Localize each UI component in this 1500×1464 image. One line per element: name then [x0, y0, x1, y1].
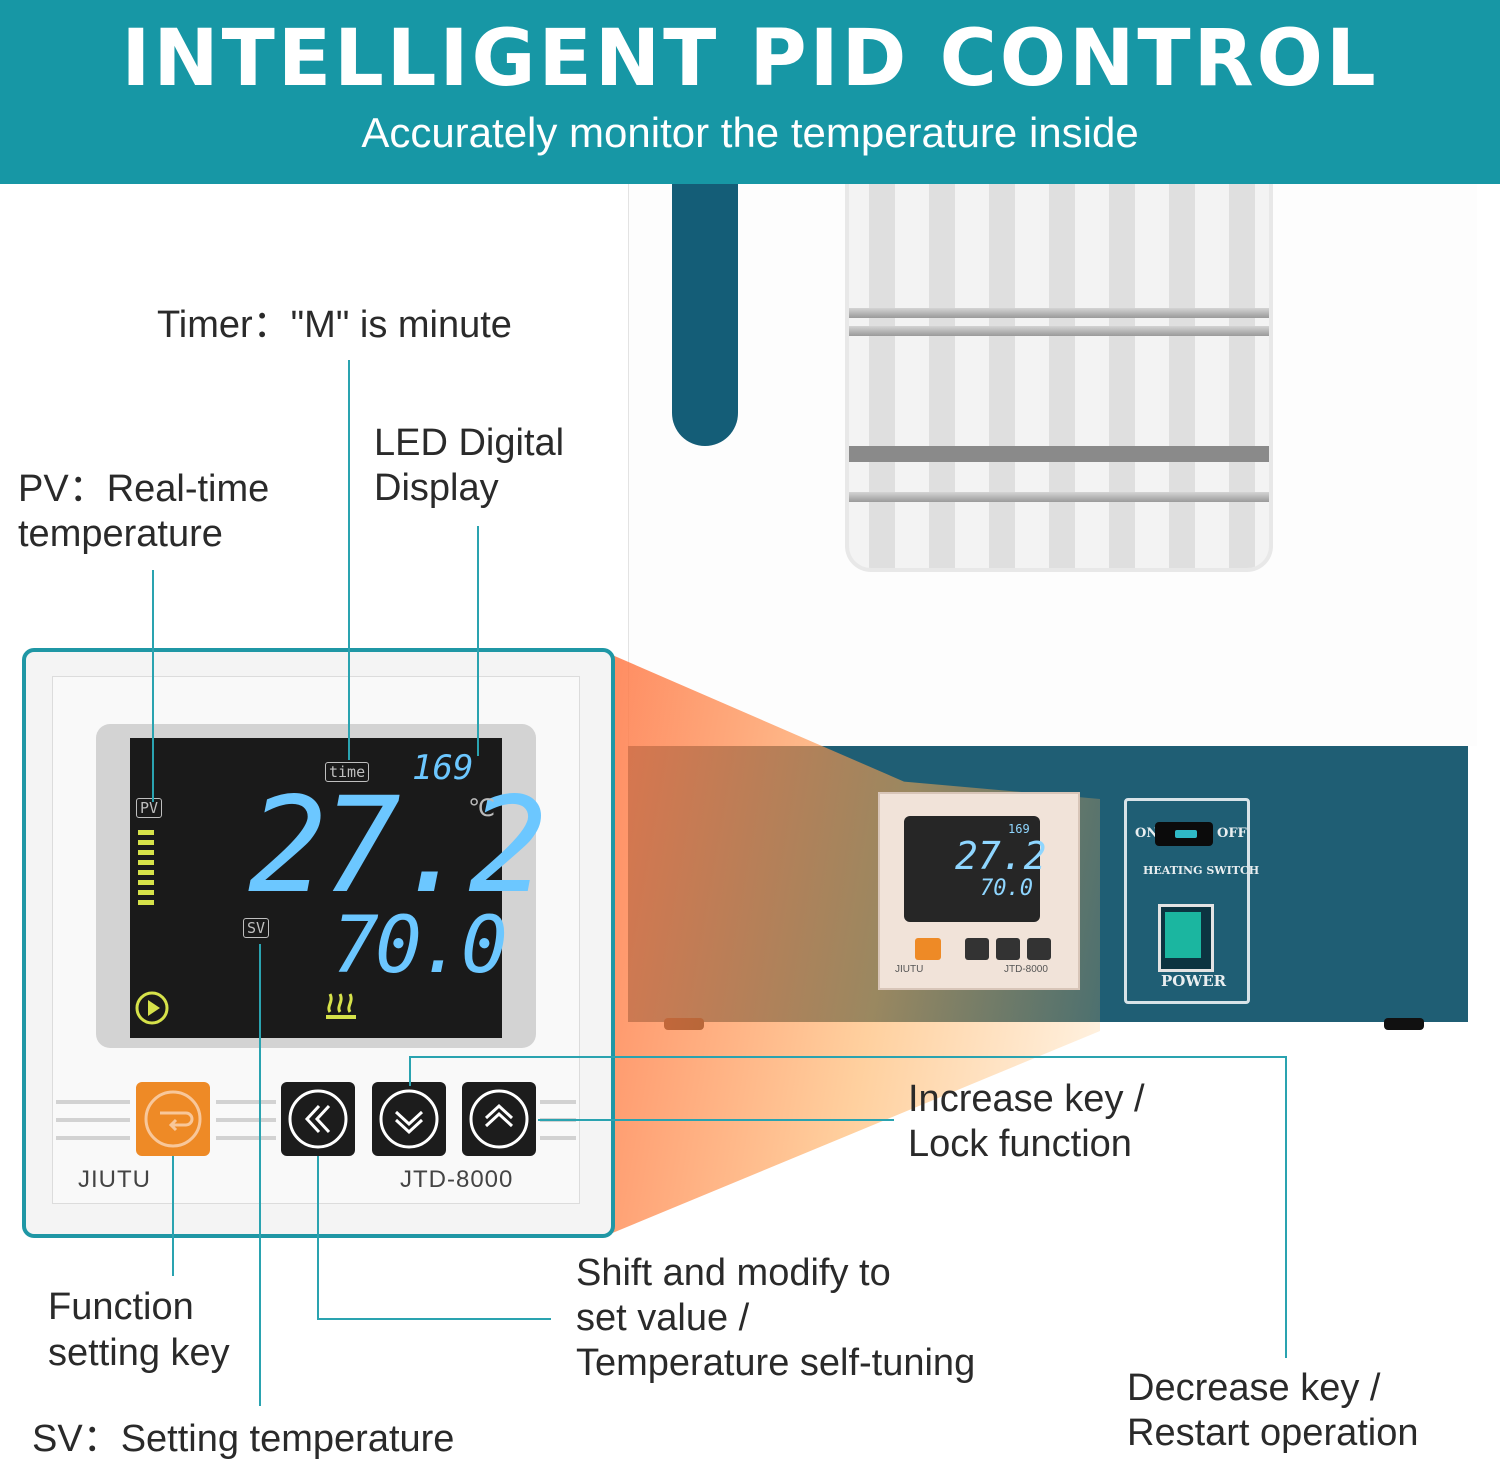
oven-door-handle [672, 184, 738, 446]
mini-sv-value: 70.0 [980, 876, 1033, 901]
increase-key[interactable] [462, 1082, 536, 1156]
level-bar [138, 900, 154, 905]
increase-label-line2: Lock function [908, 1123, 1132, 1165]
run-icon [135, 991, 169, 1025]
led-callout-line [477, 526, 479, 756]
decrease-callout-line [1285, 1056, 1287, 1358]
switch-panel [1124, 798, 1250, 1004]
function-label-line1: Function [48, 1286, 194, 1328]
header-banner [0, 0, 1500, 184]
key-decor-line [216, 1100, 276, 1104]
time-indicator: time [325, 762, 370, 782]
timer-value: 169 [412, 748, 474, 788]
oven-shelf [849, 446, 1269, 462]
mini-timer-value: 169 [1008, 822, 1030, 836]
heating-switch[interactable] [1155, 822, 1213, 846]
shift-label-line1: Shift and modify to [576, 1252, 891, 1294]
pv-label-line1: PV：Real-time [18, 468, 270, 510]
pv-callout-line [152, 570, 154, 802]
increase-label-line1: Increase key / [908, 1078, 1145, 1120]
timer-callout-line [348, 360, 350, 760]
key-decor-line [540, 1136, 576, 1140]
led-label-line1: LED Digital [374, 422, 565, 464]
shift-label-line3: Temperature self-tuning [576, 1342, 976, 1384]
level-bar [138, 890, 154, 895]
decrease-callout-line [409, 1056, 411, 1086]
decrease-label-line2: Restart operation [1127, 1412, 1419, 1454]
pv-indicator: PV [136, 798, 163, 818]
shift-callout-line [317, 1156, 319, 1319]
oven-shelf [849, 492, 1269, 502]
level-bar [138, 850, 154, 855]
double-chevron-left-icon [288, 1089, 348, 1149]
key-decor-line [56, 1100, 130, 1104]
mini-brand: JIUTU [895, 964, 924, 975]
sv-label: SV：Setting temperature [32, 1418, 455, 1460]
pv-label-line2: temperature [18, 513, 223, 555]
mini-function-key [915, 938, 941, 960]
key-decor-line [56, 1136, 130, 1140]
sv-value: 70.0 [332, 901, 508, 991]
oven-window [845, 184, 1273, 572]
heating-icon [326, 993, 356, 1019]
mini-pv-value: 27.2 [955, 834, 1047, 878]
level-bar [138, 840, 154, 845]
heating-switch-label: HEATING SWITCH [1143, 864, 1260, 877]
model-label: JTD-8000 [400, 1166, 514, 1193]
mini-shift-key [965, 938, 989, 960]
function-setting-key[interactable] [136, 1082, 210, 1156]
oven-foot [1384, 1018, 1424, 1030]
double-chevron-down-icon [379, 1089, 439, 1149]
oven-shelf [849, 326, 1269, 336]
sv-callout-line [259, 944, 261, 1406]
heating-switch-on-label: ON [1135, 826, 1159, 841]
heating-switch-off-label: OFF [1217, 826, 1247, 841]
decrease-key[interactable] [372, 1082, 446, 1156]
mini-up-key [1027, 938, 1051, 960]
double-chevron-up-icon [469, 1089, 529, 1149]
level-bar [138, 880, 154, 885]
key-decor-line [216, 1136, 276, 1140]
key-decor-line [540, 1100, 576, 1104]
mini-model: JTD-8000 [1004, 964, 1048, 975]
celsius-unit: ℃ [468, 795, 495, 822]
level-bar [138, 860, 154, 865]
lcd-display [130, 738, 502, 1038]
decrease-callout-line [409, 1056, 1287, 1058]
function-callout-line [172, 1156, 174, 1276]
mini-controller-screen [904, 816, 1040, 922]
key-decor-line [56, 1118, 130, 1122]
power-button-rocker [1165, 912, 1201, 958]
function-label-line2: setting key [48, 1332, 230, 1374]
page-title: INTELLIGENT PID CONTROL [121, 14, 1379, 104]
level-bar [138, 830, 154, 835]
shift-key[interactable] [281, 1082, 355, 1156]
increase-callout-line [538, 1119, 894, 1121]
return-icon [144, 1090, 202, 1148]
oven-shelf [849, 308, 1269, 318]
power-label: POWER [1161, 972, 1227, 990]
led-label-line2: Display [374, 467, 499, 509]
mini-down-key [996, 938, 1020, 960]
brand-label: JIUTU [78, 1166, 151, 1193]
key-decor-line [216, 1118, 276, 1122]
timer-label: Timer："M" is minute [157, 304, 512, 346]
level-bar [138, 870, 154, 875]
pv-value: 27.2 [248, 769, 548, 923]
page-subtitle: Accurately monitor the temperature insid… [361, 109, 1139, 156]
decrease-label-line1: Decrease key / [1127, 1367, 1381, 1409]
shift-callout-line [317, 1318, 551, 1320]
sv-indicator: SV [243, 918, 270, 938]
shift-label-line2: set value / [576, 1297, 750, 1339]
